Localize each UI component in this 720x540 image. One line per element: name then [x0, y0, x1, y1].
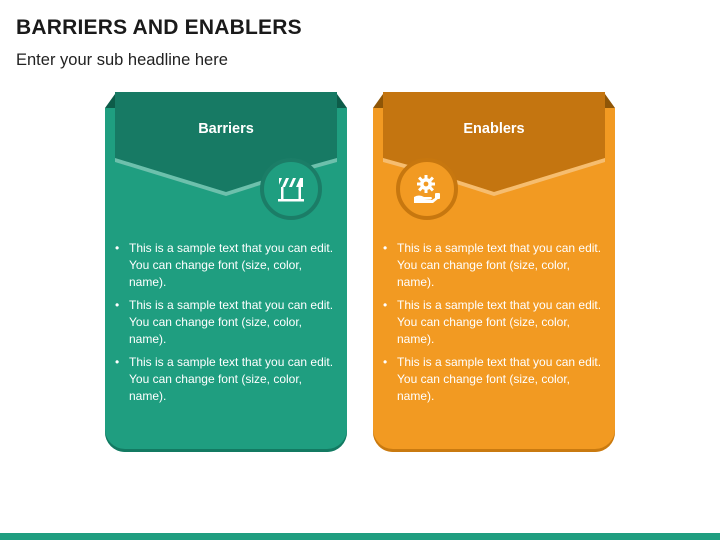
gear-hand-icon	[414, 175, 440, 203]
list-item: This is a sample text that you can edit.…	[115, 354, 339, 405]
list-item: This is a sample text that you can edit.…	[115, 240, 339, 291]
enablers-bullet-list: This is a sample text that you can edit.…	[383, 240, 607, 411]
enablers-card: Enablers This is a sample text that you …	[373, 92, 615, 452]
list-item: This is a sample text that you can edit.…	[115, 297, 339, 348]
enablers-heading: Enablers	[463, 121, 525, 137]
slide-title: BARRIERS AND ENABLERS	[16, 16, 302, 39]
list-item: This is a sample text that you can edit.…	[383, 240, 607, 291]
footer-accent-bar	[0, 533, 720, 540]
barriers-icon-badge	[260, 158, 322, 220]
road-barrier-icon	[278, 178, 304, 202]
barriers-heading: Barriers	[198, 121, 254, 137]
barriers-card: Barriers This is a sample text that you …	[105, 92, 347, 452]
enablers-icon-badge	[396, 158, 458, 220]
slide-subtitle: Enter your sub headline here	[16, 51, 228, 69]
list-item: This is a sample text that you can edit.…	[383, 354, 607, 405]
barriers-bullet-list: This is a sample text that you can edit.…	[115, 240, 339, 411]
list-item: This is a sample text that you can edit.…	[383, 297, 607, 348]
